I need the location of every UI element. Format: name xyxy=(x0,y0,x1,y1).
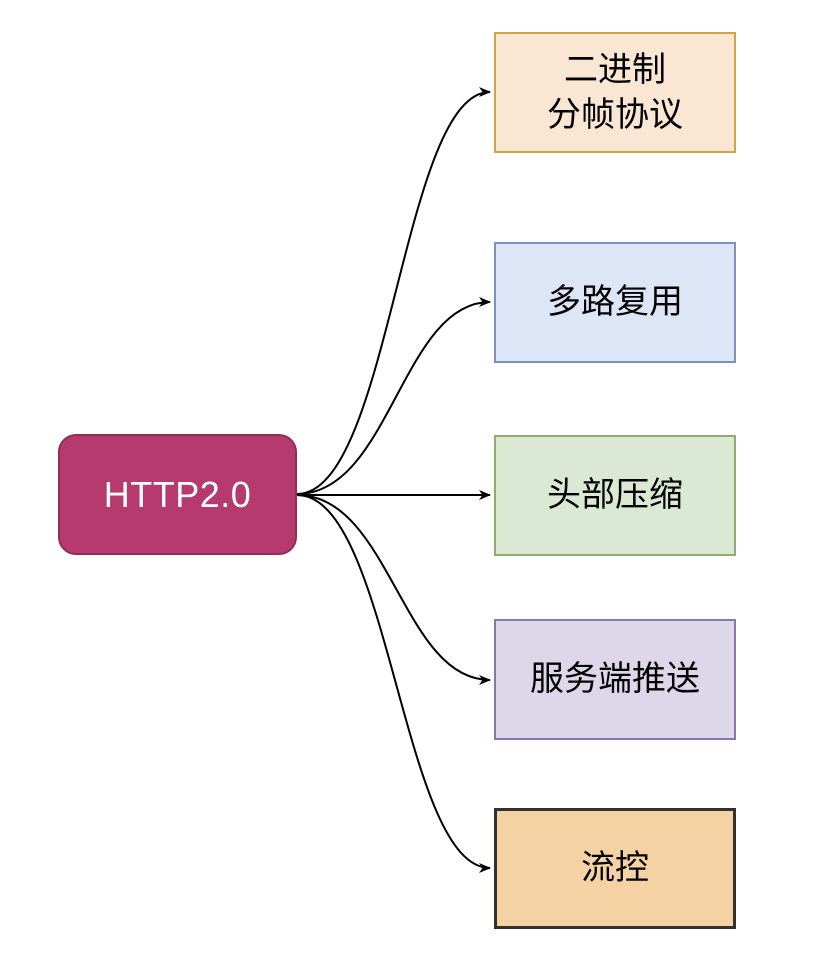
connector-http2-to-binary-framing xyxy=(296,87,491,495)
node-server-push: 服务端推送 xyxy=(494,619,736,740)
connector-http2-to-flow-control xyxy=(296,494,491,873)
connector-http2-to-server-push xyxy=(296,494,491,685)
connector-http2-to-multiplexing xyxy=(296,297,491,495)
node-flow-control: 流控 xyxy=(494,808,736,929)
node-http2: HTTP2.0 xyxy=(58,434,297,555)
node-header-compression: 头部压缩 xyxy=(494,435,736,556)
node-multiplexing: 多路复用 xyxy=(494,242,736,363)
node-binary-framing-protocol: 二进制 分帧协议 xyxy=(494,32,736,153)
